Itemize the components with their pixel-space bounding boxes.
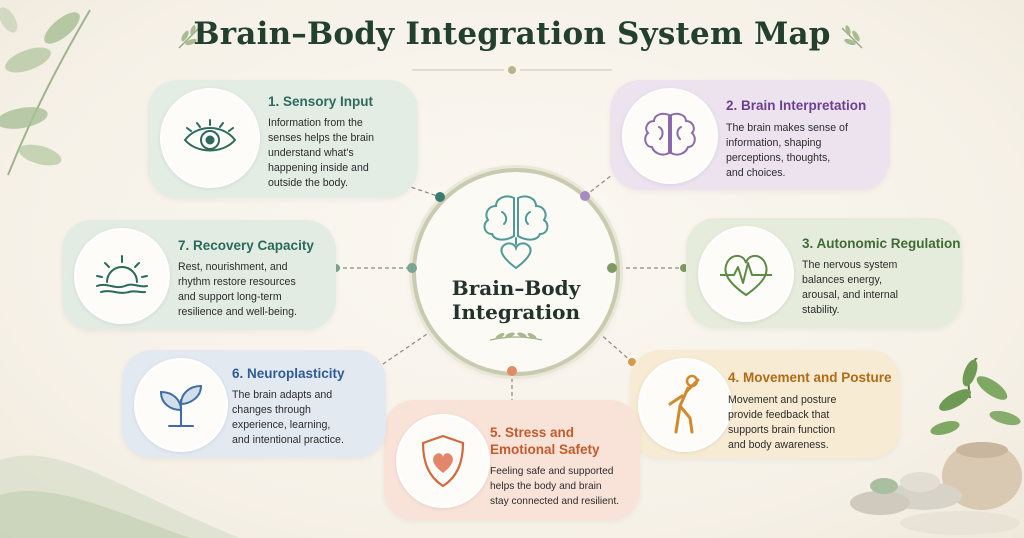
node-card-movement-and-posture: 4. Movement and Posture Movement and pos… [630, 350, 900, 458]
node-title: 7. Recovery Capacity [178, 238, 314, 253]
node-title: 1. Sensory Input [268, 94, 374, 109]
icon-circle [160, 88, 260, 188]
node-title: 6. Neuroplasticity [232, 366, 345, 381]
sunrise-icon [96, 255, 148, 294]
node-title: 5. Stress and Emotional Safety [490, 425, 600, 457]
title-divider [412, 66, 612, 74]
icon-circle [134, 358, 228, 452]
laurel-sprig-icon [489, 332, 543, 341]
node-description: The nervous system balances energy, arou… [802, 259, 898, 316]
icon-circle [396, 414, 490, 508]
node-description: Movement and posture provide feedback th… [728, 394, 837, 451]
page-title: Brain–Body Integration System Map [193, 16, 831, 52]
node-description: Feeling safe and supported helps the bod… [490, 466, 620, 507]
icon-circle [74, 228, 170, 324]
stretching-figure-icon [668, 374, 700, 434]
icon-circle [638, 358, 732, 452]
center-hub: Brain–Body Integration [412, 168, 620, 376]
sprout-icon [159, 384, 203, 427]
node-title: 4. Movement and Posture [728, 370, 892, 385]
node-card-recovery-capacity: 7. Recovery Capacity Rest, nourishment, … [62, 220, 336, 330]
node-description: The brain makes sense of information, sh… [726, 122, 848, 179]
stones-and-plant-decoration [850, 358, 1022, 535]
shield-heart-icon [421, 434, 465, 488]
title-sprig-right-icon [841, 25, 863, 49]
eye-icon [183, 119, 237, 152]
node-card-sensory-input: 1. Sensory Input Information from the se… [148, 80, 418, 198]
node-title: 2. Brain Interpretation [726, 98, 867, 113]
leaf-branch-decoration [0, 7, 91, 176]
node-card-autonomic-regulation: 3. Autonomic Regulation The nervous syst… [686, 218, 962, 328]
node-card-stress-and-emotional-safety: 5. Stress and Emotional Safety Feeling s… [384, 400, 640, 520]
icon-circle [698, 226, 794, 322]
title-sprig-left-icon [178, 25, 200, 49]
node-description: Rest, nourishment, and rhythm restore re… [178, 261, 297, 318]
heartbeat-icon [720, 255, 772, 297]
center-title-line2: Integration [451, 300, 581, 324]
watercolor-hills-decoration [0, 455, 240, 538]
node-description: The brain adapts and changes through exp… [232, 389, 344, 446]
node-card-neuroplasticity: 6. Neuroplasticity The brain adapts and … [122, 350, 386, 458]
icon-circle [622, 88, 718, 184]
node-description: Information from the senses helps the br… [268, 117, 375, 189]
center-title-line1: Brain–Body [451, 276, 581, 300]
brain-heart-icon [483, 195, 549, 270]
node-card-brain-interpretation: 2. Brain Interpretation The brain makes … [610, 80, 890, 190]
brain-icon [644, 112, 696, 156]
node-title: 3. Autonomic Regulation [802, 236, 961, 251]
